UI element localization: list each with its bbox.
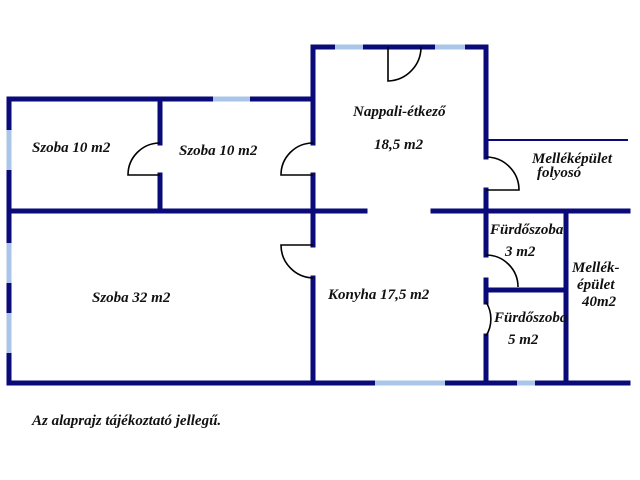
room-label: Szoba 32 m2 (92, 290, 171, 306)
door-swing (280, 244, 314, 279)
room-label: Konyha 17,5 m2 (327, 287, 430, 303)
room-label: Szoba 10 m2 (32, 140, 111, 156)
walls (6, 44, 631, 386)
room-label: Mellék- (571, 260, 619, 276)
door-swing (485, 301, 492, 337)
windows (6, 44, 535, 386)
room-area: 18,5 m2 (374, 137, 424, 153)
room-area: 40m2 (581, 294, 617, 310)
room-label: Melléképület (531, 151, 613, 167)
room-area: 5 m2 (508, 332, 539, 348)
door-swing (127, 142, 161, 176)
room-label: Fürdőszoba (493, 310, 568, 326)
room-label: Szoba 10 m2 (179, 143, 258, 159)
room-label-line2: épület (577, 277, 615, 293)
door-swing (280, 142, 314, 176)
room-label: Fürdőszoba (489, 222, 564, 238)
door-swing (485, 156, 520, 191)
doors (127, 46, 520, 337)
door-swing (387, 46, 422, 82)
room-sublabel: folyosó (537, 165, 581, 181)
disclaimer-note: Az alaprajz tájékoztató jellegű. (32, 413, 222, 429)
room-area: 3 m2 (504, 244, 536, 260)
door-swing (485, 254, 519, 288)
room-label: Nappali-étkező (352, 104, 447, 120)
